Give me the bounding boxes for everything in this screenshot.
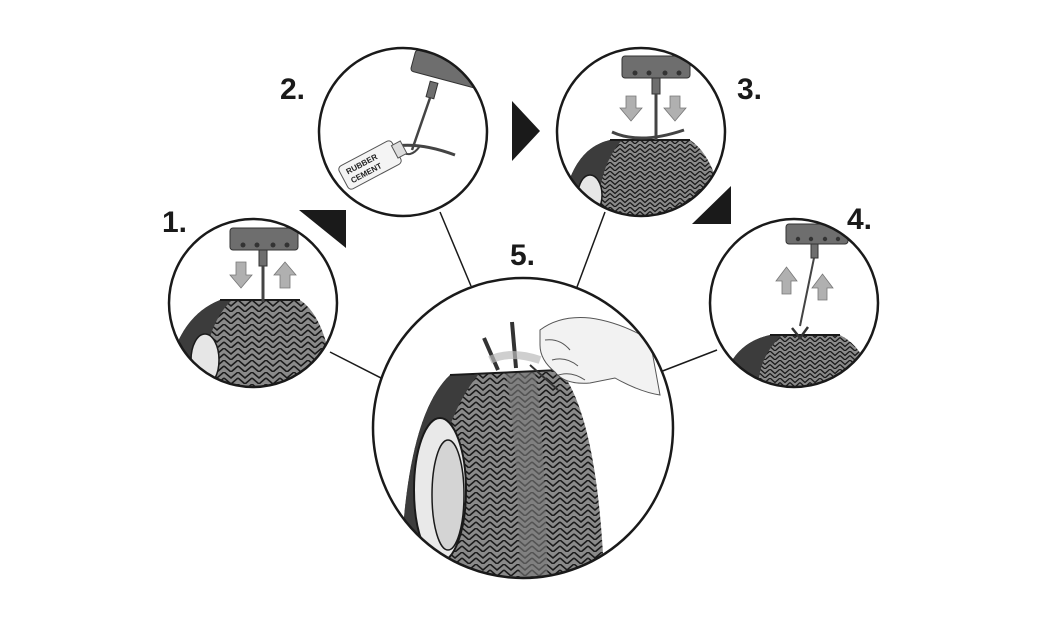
arrow-up-icon xyxy=(811,273,834,301)
rubber-cement-tube-icon: RUBBER CEMENT xyxy=(338,140,408,190)
step-number-4: 4. xyxy=(847,203,872,236)
step-5-panel xyxy=(371,276,675,580)
arrow-down-icon xyxy=(619,95,643,122)
step-number-2: 2. xyxy=(280,73,305,106)
t-handle-tool-icon xyxy=(229,227,299,302)
rubber-plug xyxy=(791,326,810,341)
triangle-pointer-icon xyxy=(512,101,540,161)
connector-lines xyxy=(329,211,718,381)
arrow-down-icon xyxy=(229,261,253,289)
step-4-panel xyxy=(708,217,880,389)
step-3-panel xyxy=(555,46,727,218)
arrow-up-icon xyxy=(273,261,297,289)
hand-icon xyxy=(539,317,661,396)
step-1-panel xyxy=(167,217,339,389)
triangle-pointer-icon xyxy=(299,210,346,248)
arrow-down-icon xyxy=(663,95,687,122)
triangle-pointers xyxy=(299,101,731,248)
t-handle-tool-icon xyxy=(621,55,691,140)
triangle-pointer-icon xyxy=(692,186,731,224)
step-number-1: 1. xyxy=(162,206,187,239)
blade-icon xyxy=(529,364,559,391)
tire-icon xyxy=(400,369,605,578)
step-number-5: 5. xyxy=(510,239,535,272)
plug-ends xyxy=(482,321,518,371)
step-number-3: 3. xyxy=(737,73,762,106)
connector-line xyxy=(576,211,606,288)
arrow-up-icon xyxy=(775,266,798,295)
connector-line xyxy=(329,351,386,381)
connector-line xyxy=(659,349,718,373)
connector-line xyxy=(439,211,472,287)
rubber-plug xyxy=(611,128,685,140)
step-2-panel: RUBBER CEMENT xyxy=(317,46,489,218)
